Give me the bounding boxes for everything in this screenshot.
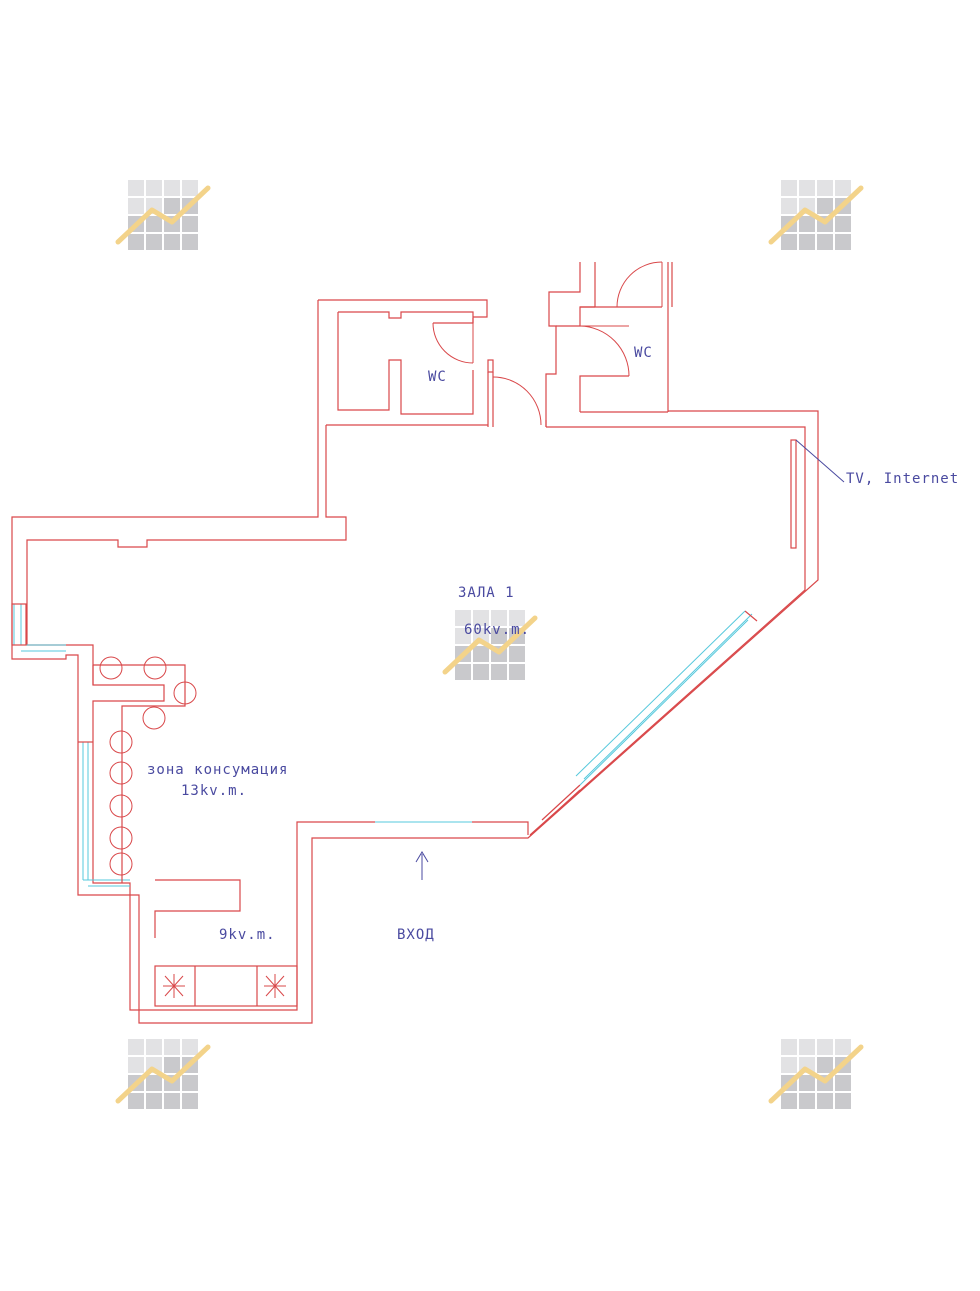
bar-stool <box>143 656 167 680</box>
stove-burner-icon <box>163 974 185 998</box>
bar-stool <box>142 706 166 730</box>
entrance-label: ВХОД <box>397 927 435 943</box>
bar-counter <box>92 664 186 883</box>
exterior-wall <box>11 299 819 1024</box>
kitchen <box>154 879 298 1007</box>
bar-stool <box>173 681 197 705</box>
stove-burner-icon <box>264 974 286 998</box>
hall-area-label: 60kv.m. <box>464 622 530 638</box>
kitchen-area-label: 9kv.m. <box>219 927 276 943</box>
bar-stool <box>109 761 133 785</box>
hall-name-label: ЗАЛА 1 <box>458 585 515 601</box>
bar-stool <box>99 656 123 680</box>
wc-left-label: WC <box>428 369 447 385</box>
tv-wall-panel <box>790 439 845 549</box>
watermark-logo-icon <box>771 1039 861 1111</box>
bar-stool <box>109 852 133 876</box>
windows <box>11 603 758 887</box>
watermark-logo-icon <box>445 610 535 682</box>
bar-stool <box>109 794 133 818</box>
consumption-area-label: 13kv.m. <box>181 783 247 799</box>
bar-stools <box>99 656 197 876</box>
wc-right-label: WC <box>634 345 653 361</box>
entrance-arrow-icon <box>415 851 429 880</box>
bar-stool <box>109 826 133 850</box>
watermark-logo-icon <box>118 180 208 252</box>
consumption-zone-label: зона консумация <box>147 762 288 778</box>
watermark-logo-icon <box>118 1039 208 1111</box>
wc-left-room <box>337 311 542 427</box>
tv-internet-label: TV, Internet <box>846 471 959 487</box>
bar-stool <box>109 730 133 754</box>
wc-right-room <box>545 261 673 427</box>
watermark-logo-icon <box>771 180 861 252</box>
